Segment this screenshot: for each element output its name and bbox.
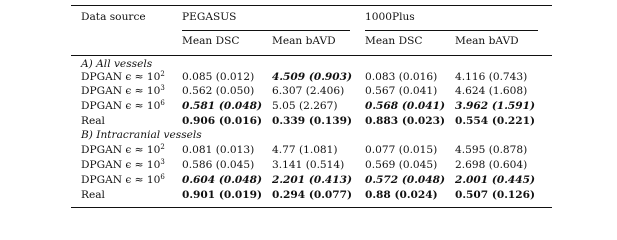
row-label: DPGAN ϵ ≈ 106 <box>81 99 165 112</box>
table-cell: 0.581 (0.048) <box>182 100 263 112</box>
row-label-exponent: 3 <box>160 84 165 92</box>
row-label: DPGAN ϵ ≈ 106 <box>81 173 165 186</box>
table-cell: 4.77 (1.081) <box>272 144 338 156</box>
table-cell: 0.569 (0.045) <box>365 159 438 171</box>
row-label: DPGAN ϵ ≈ 103 <box>81 84 165 97</box>
row-label-exponent: 2 <box>160 70 165 78</box>
header-group-1000plus: 1000Plus <box>365 11 415 23</box>
row-label-exponent: 2 <box>160 143 165 151</box>
table-cell: 4.595 (0.878) <box>455 144 528 156</box>
table-cell: 0.507 (0.126) <box>455 189 536 201</box>
row-label: Real <box>81 115 105 127</box>
table-cell: 0.083 (0.016) <box>365 71 438 83</box>
header-group-pegasus: PEGASUS <box>182 11 237 23</box>
table-cell: 3.962 (1.591) <box>455 100 536 112</box>
table-cell: 0.567 (0.041) <box>365 85 438 97</box>
table-cell: 0.88 (0.024) <box>365 189 438 201</box>
row-label: DPGAN ϵ ≈ 102 <box>81 70 165 83</box>
table-cell: 0.604 (0.048) <box>182 174 263 186</box>
row-label-text: DPGAN ϵ ≈ 10 <box>81 100 161 112</box>
row-label-text: DPGAN ϵ ≈ 10 <box>81 71 161 83</box>
row-label-exponent: 6 <box>160 173 165 181</box>
row-label: DPGAN ϵ ≈ 102 <box>81 143 165 156</box>
header-data-source: Data source <box>81 11 146 23</box>
table-cell: 0.081 (0.013) <box>182 144 255 156</box>
table-cell: 0.554 (0.221) <box>455 115 536 127</box>
header-metric: Mean bAVD <box>455 35 519 47</box>
row-label: Real <box>81 189 105 201</box>
table-cell: 0.572 (0.048) <box>365 174 446 186</box>
table-cell: 2.698 (0.604) <box>455 159 528 171</box>
table-cell: 6.307 (2.406) <box>272 85 345 97</box>
row-label-text: DPGAN ϵ ≈ 10 <box>81 174 161 186</box>
header-metric: Mean DSC <box>182 35 240 47</box>
bottom-rule <box>71 207 552 209</box>
table-cell: 0.294 (0.077) <box>272 189 353 201</box>
table-cell: 4.624 (1.608) <box>455 85 528 97</box>
table-cell: 0.077 (0.015) <box>365 144 438 156</box>
row-label-text: DPGAN ϵ ≈ 10 <box>81 144 161 156</box>
table-cell: 0.339 (0.139) <box>272 115 353 127</box>
row-label-exponent: 6 <box>160 99 165 107</box>
row-label-text: DPGAN ϵ ≈ 10 <box>81 85 161 97</box>
1000plus-underline <box>365 30 538 31</box>
table-cell: 0.568 (0.041) <box>365 100 446 112</box>
header-metric: Mean DSC <box>365 35 423 47</box>
table-cell: 4.509 (0.903) <box>272 71 353 83</box>
table-cell: 0.906 (0.016) <box>182 115 263 127</box>
table-cell: 3.141 (0.514) <box>272 159 345 171</box>
table-cell: 4.116 (0.743) <box>455 71 528 83</box>
row-label-text: DPGAN ϵ ≈ 10 <box>81 159 161 171</box>
table-cell: 2.001 (0.445) <box>455 174 536 186</box>
pegasus-underline <box>182 30 350 31</box>
section-title: B) Intracranial vessels <box>81 129 202 141</box>
table-cell: 0.586 (0.045) <box>182 159 255 171</box>
table-cell: 0.883 (0.023) <box>365 115 446 127</box>
row-label-exponent: 3 <box>160 158 165 166</box>
table-cell: 0.562 (0.050) <box>182 85 255 97</box>
section-title: A) All vessels <box>81 58 153 70</box>
table-cell: 0.901 (0.019) <box>182 189 263 201</box>
header-metric: Mean bAVD <box>272 35 336 47</box>
table-cell: 5.05 (2.267) <box>272 100 338 112</box>
row-label: DPGAN ϵ ≈ 103 <box>81 158 165 171</box>
table-cell: 0.085 (0.012) <box>182 71 255 83</box>
header-rule <box>71 55 552 56</box>
table-cell: 2.201 (0.413) <box>272 174 353 186</box>
top-rule <box>71 5 552 7</box>
